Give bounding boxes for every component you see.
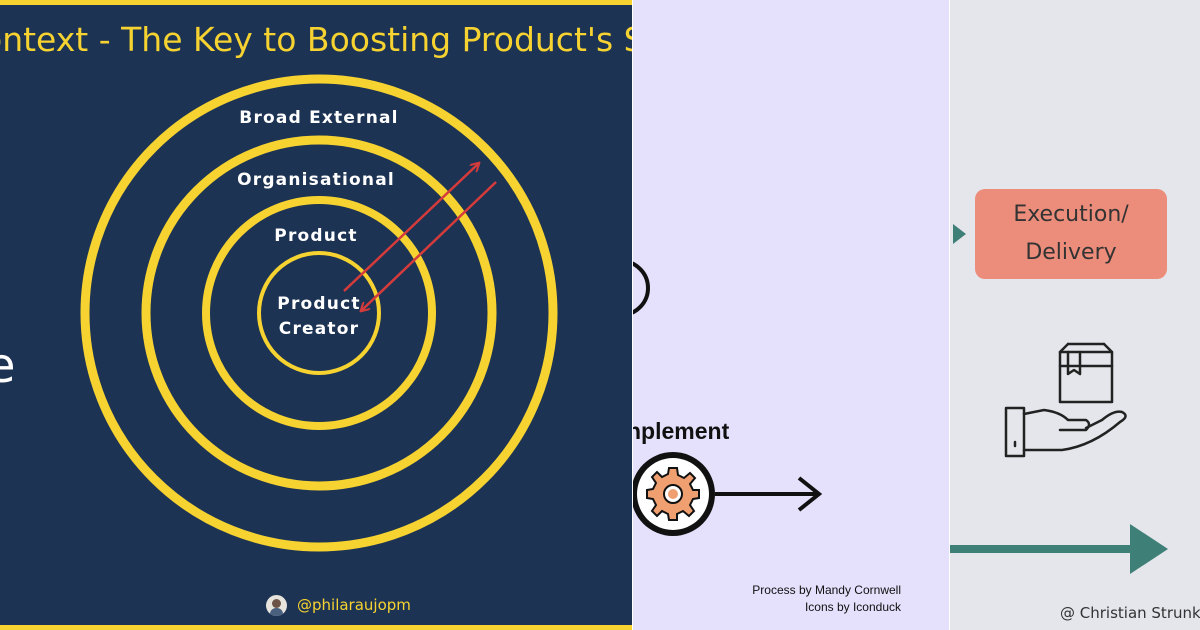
flow-arrow-icon bbox=[950, 524, 1168, 574]
ring-label-organisational: Organisational bbox=[237, 170, 395, 190]
panel-title: ontext - The Key to Boosting Product's S… bbox=[0, 20, 632, 59]
ring-broad-external bbox=[80, 74, 558, 552]
context-panel: ontext - The Key to Boosting Product's S… bbox=[0, 0, 632, 630]
ring-organisational bbox=[141, 135, 497, 491]
incoming-pointer-icon bbox=[953, 224, 966, 244]
top-accent-bar bbox=[0, 0, 632, 5]
arrow-inward bbox=[362, 181, 497, 310]
arrow-outward bbox=[343, 164, 478, 292]
execution-delivery-box: Execution/ Delivery bbox=[975, 189, 1167, 279]
ring-label-product-creator-line1: Product bbox=[277, 294, 361, 314]
process-credit: Process by Mandy Cornwell bbox=[752, 583, 901, 597]
bottom-accent-bar bbox=[0, 625, 632, 630]
ring-product bbox=[202, 196, 436, 430]
ring-label-broad-external: Broad External bbox=[239, 108, 399, 128]
ring-product-creator bbox=[257, 251, 381, 375]
ring-label-product: Product bbox=[274, 226, 358, 246]
avatar bbox=[266, 594, 287, 616]
hand-holding-box-icon bbox=[1004, 342, 1127, 458]
author-handle: @philaraujopm bbox=[266, 594, 411, 616]
ring-label-product-creator-line2: Creator bbox=[278, 319, 360, 339]
previous-stage-icon bbox=[633, 261, 650, 315]
handle-text: @philaraujopm bbox=[297, 596, 411, 614]
process-panel: nplement Process by Mandy Cornwell Icons… bbox=[633, 0, 949, 630]
gear-icon bbox=[633, 452, 823, 536]
icons-credit: Icons by Iconduck bbox=[804, 600, 901, 614]
stage-label: nplement bbox=[633, 418, 730, 444]
box-line-1: Execution/ bbox=[1013, 202, 1129, 227]
author-credit: @ Christian Strunk bbox=[1060, 604, 1200, 622]
context-rings-diagram bbox=[80, 74, 558, 552]
delivery-panel: Execution/ Delivery @ Christian Strunk bbox=[950, 0, 1200, 630]
box-line-2: Delivery bbox=[1025, 240, 1117, 265]
cropped-side-text: e bbox=[0, 338, 16, 394]
